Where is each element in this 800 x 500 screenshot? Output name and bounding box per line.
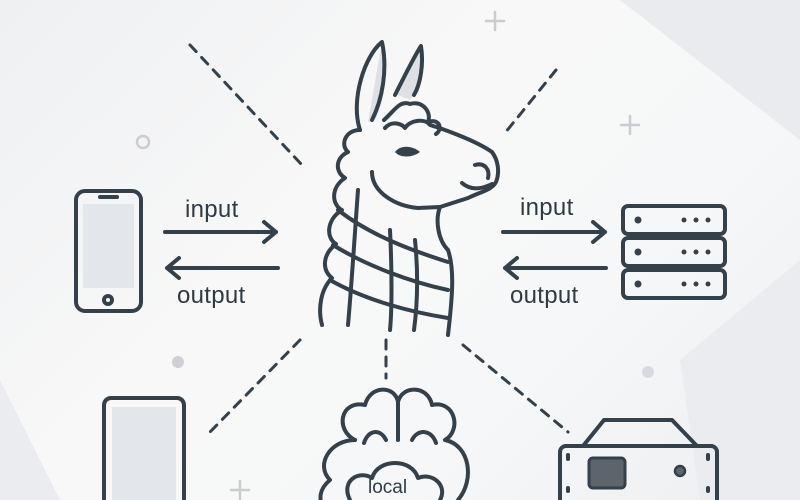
server-rack-icon (621, 204, 727, 300)
decorations (135, 10, 654, 500)
dashed-connectors (188, 43, 570, 434)
left-arrows (163, 220, 280, 280)
tablet-icon (102, 396, 186, 500)
left-input-label: input (185, 196, 239, 223)
brain-local-label: local (368, 477, 408, 498)
right-input-label: input (520, 194, 574, 221)
brain-cloud-icon (318, 387, 470, 500)
llama-icon (318, 40, 501, 337)
left-output-label: output (177, 282, 246, 309)
right-output-label: output (510, 282, 579, 309)
smartphone-icon (74, 189, 143, 313)
right-arrows (501, 220, 608, 280)
hardware-box-icon (558, 418, 719, 500)
